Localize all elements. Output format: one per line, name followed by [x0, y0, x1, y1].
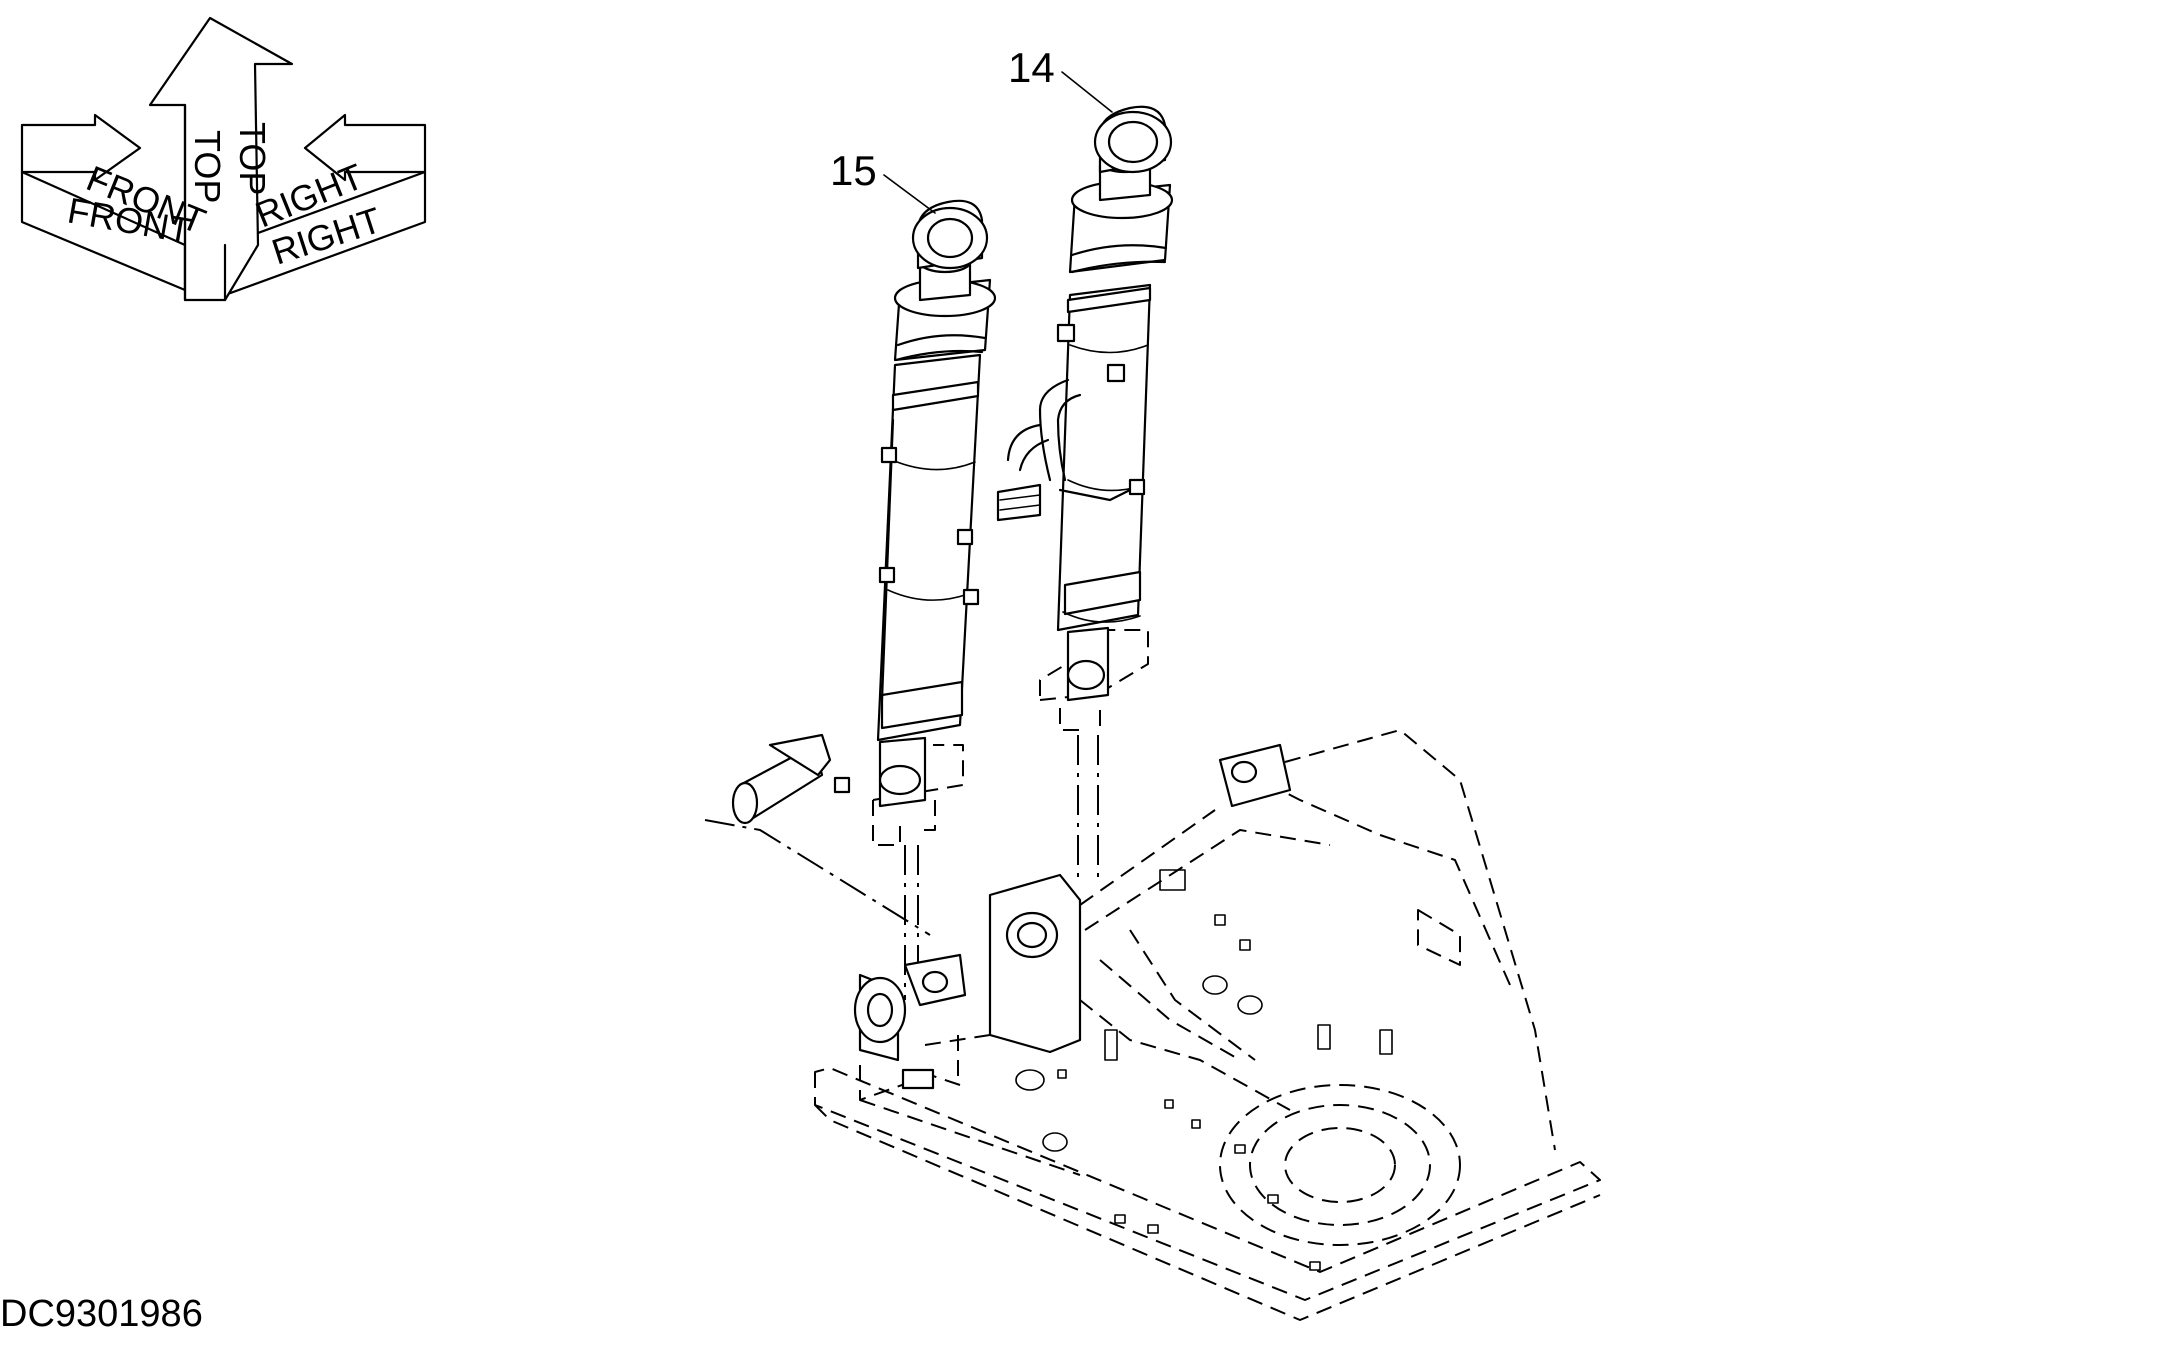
top-label-left: TOP [187, 130, 228, 203]
callout-15-number: 15 [830, 147, 877, 194]
callout-14: 14 [1008, 44, 1113, 113]
callout-15: 15 [830, 147, 936, 214]
top-label-right: TOP [232, 122, 273, 195]
callout-14-number: 14 [1008, 44, 1055, 91]
boom-cylinder-15 [872, 199, 997, 846]
boom-cylinder-14 [996, 105, 1174, 731]
drawing-id: DC9301986 [0, 1293, 203, 1335]
orientation-arrows: FRONT FRONT TOP TOP RIGHT RIGHT [20, 16, 427, 302]
upper-frame [814, 729, 1601, 1321]
pin [731, 733, 851, 825]
